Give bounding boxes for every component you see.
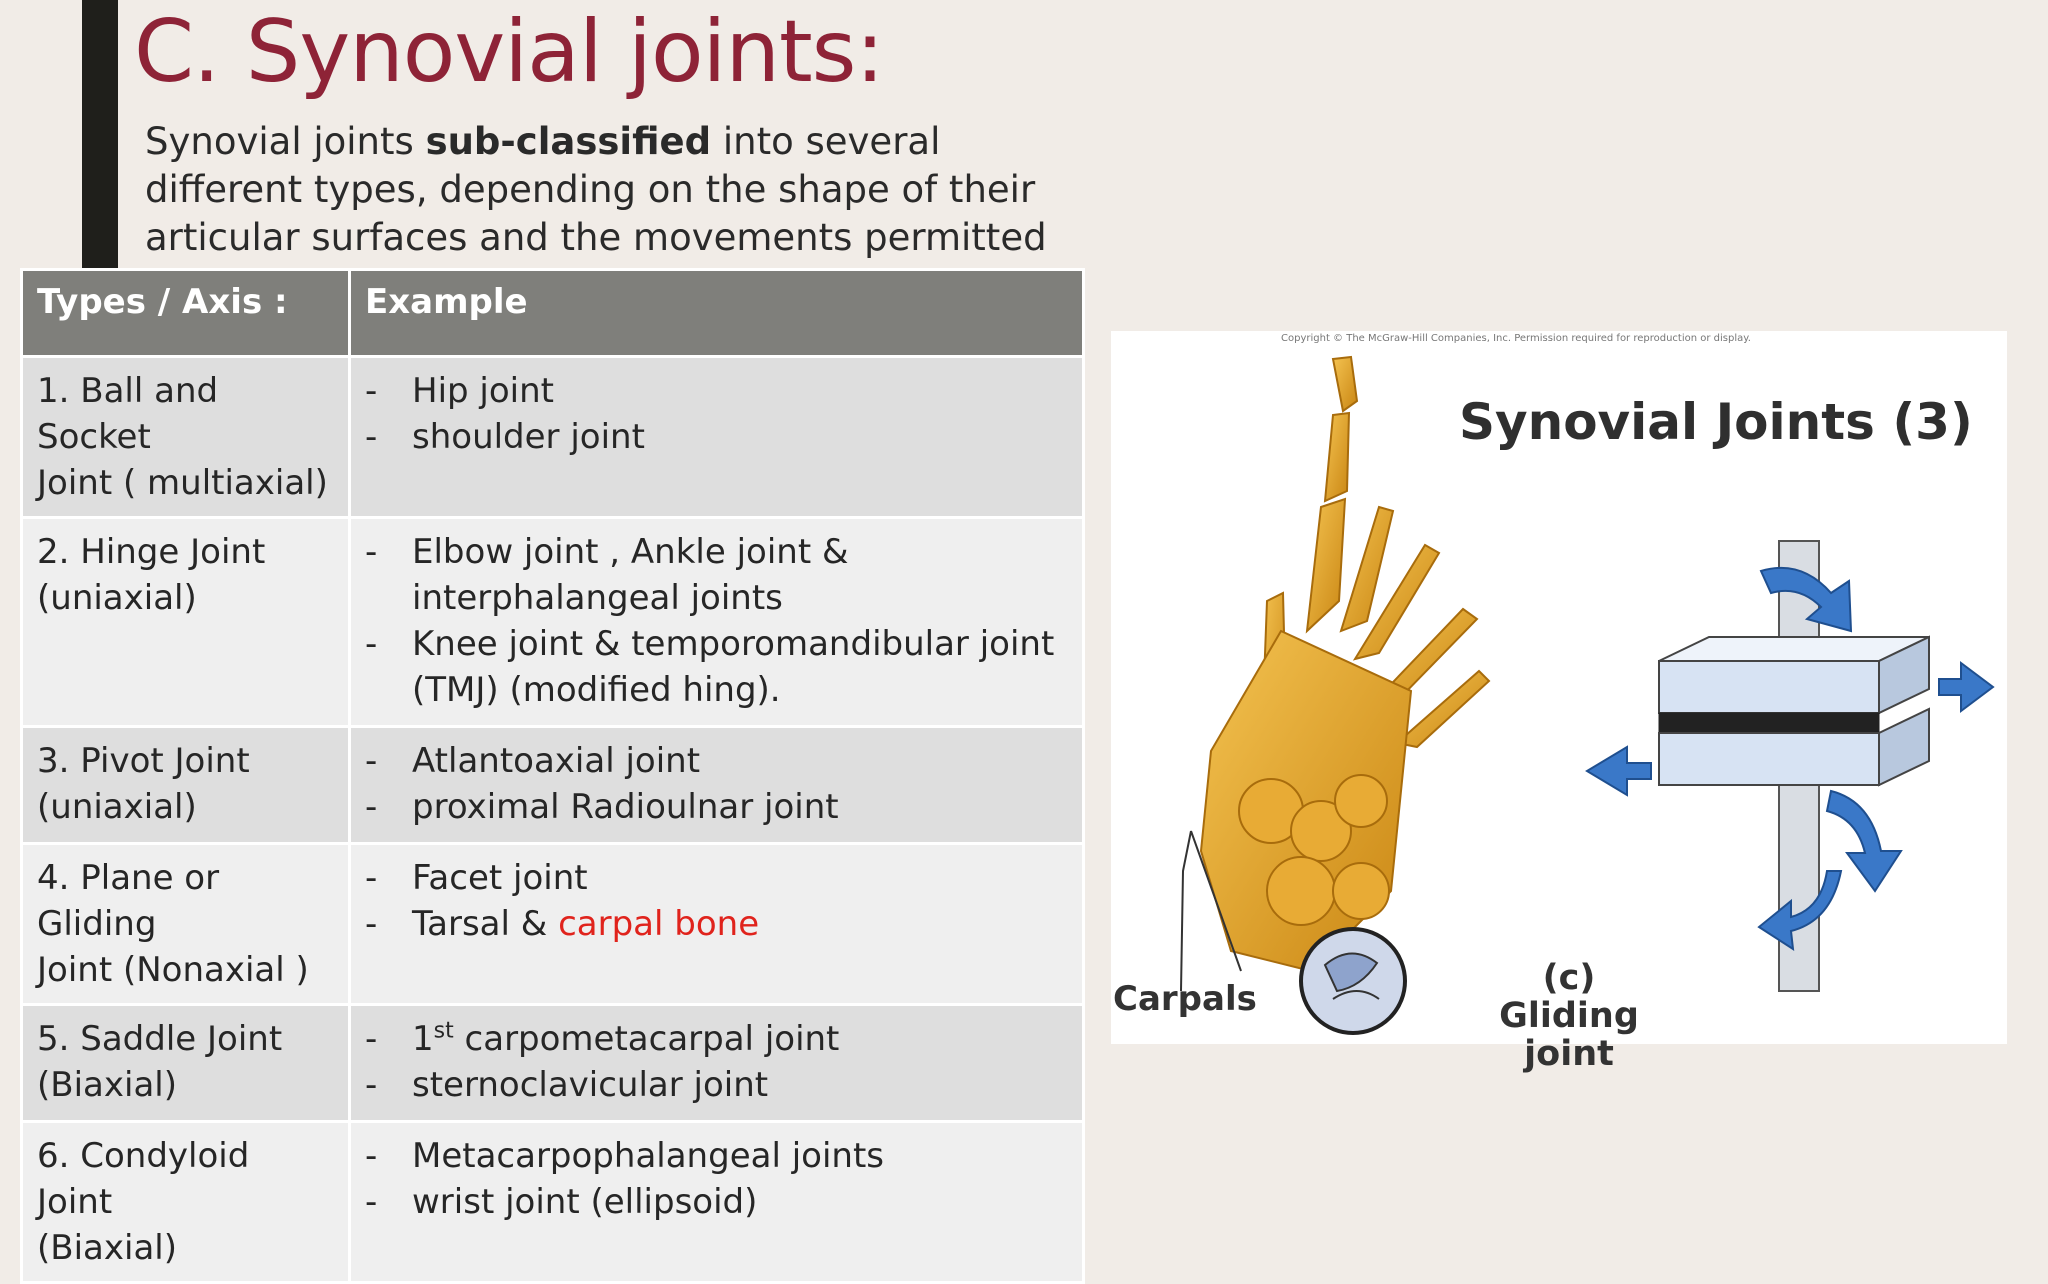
bullet-dash: - [365, 1182, 378, 1222]
example-item: -Metacarpophalangeal joints [361, 1133, 1072, 1179]
table-row: 3. Pivot Joint (uniaxial) -Atlantoaxial … [20, 725, 1085, 845]
type-line: (uniaxial) [37, 787, 197, 827]
example-text-part: carpometacarpal joint [453, 1019, 840, 1059]
carpals-pointer [1180, 830, 1242, 992]
example-cell: -Elbow joint , Ankle joint & interphalan… [348, 516, 1085, 728]
label-gliding-line: joint [1524, 1034, 1614, 1074]
example-item: -wrist joint (ellipsoid) [361, 1179, 1072, 1225]
example-cell: -Atlantoaxial joint -proximal Radioulnar… [348, 725, 1085, 845]
example-text: Facet joint [412, 858, 588, 898]
intro-text-start: Synovial joints [145, 120, 426, 163]
movement-arrows [1585, 566, 1995, 951]
type-line: (uniaxial) [37, 578, 197, 618]
example-cell: -Hip joint -shoulder joint [348, 355, 1085, 519]
example-cell: -Facet joint -Tarsal & carpal bone [348, 842, 1085, 1006]
bullet-dash: - [365, 741, 378, 781]
type-line: (Biaxial) [37, 1065, 177, 1105]
table-row: 5. Saddle Joint (Biaxial) -1st carpometa… [20, 1003, 1085, 1123]
arrow-left-icon [1585, 745, 1652, 797]
bullet-dash: - [365, 904, 378, 944]
example-text: Knee joint & temporomandibular joint (TM… [412, 624, 1055, 710]
example-item: -sternoclavicular joint [361, 1062, 1072, 1108]
example-item: -1st carpometacarpal joint [361, 1016, 1072, 1062]
type-cell: 3. Pivot Joint (uniaxial) [20, 725, 351, 845]
label-gliding-line: (c) Gliding [1499, 958, 1639, 1036]
bullet-dash: - [365, 858, 378, 898]
highlighted-term: carpal bone [558, 904, 760, 944]
accent-bar-top [82, 0, 118, 268]
type-cell: 6. Condyloid Joint (Biaxial) [20, 1120, 351, 1284]
example-item: -Tarsal & carpal bone [361, 901, 1072, 947]
rotate-arrow-icon [1825, 789, 1903, 893]
example-text: Metacarpophalangeal joints [412, 1136, 884, 1176]
magnifier-detail [1299, 927, 1407, 1035]
thumb-bones [1305, 355, 1359, 634]
header-types-axis: Types / Axis : [20, 268, 351, 358]
carpal-bones [1238, 774, 1390, 926]
ordinal-number: 1 [412, 1019, 434, 1059]
example-item: -shoulder joint [361, 414, 1072, 460]
bullet-dash: - [365, 371, 378, 411]
bullet-dash: - [365, 532, 378, 572]
ordinal-suffix: st [433, 1018, 454, 1044]
example-text: sternoclavicular joint [412, 1065, 769, 1105]
type-line: Joint (Nonaxial ) [37, 950, 309, 990]
label-gliding-joint: (c) Gliding joint [1469, 959, 1669, 1073]
example-text: Hip joint [412, 371, 554, 411]
bullet-dash: - [365, 787, 378, 827]
type-cell: 2. Hinge Joint (uniaxial) [20, 516, 351, 728]
type-cell: 1. Ball and Socket Joint ( multiaxial) [20, 355, 351, 519]
slide-title: C. Synovial joints: [134, 2, 884, 102]
intro-paragraph: Synovial joints sub-classified into seve… [145, 118, 1065, 310]
joint-types-table: Types / Axis : Example 1. Ball and Socke… [20, 268, 1085, 1284]
rotate-arrow-icon [1757, 870, 1843, 951]
example-text-part: Tarsal & [412, 904, 559, 944]
hand-illustration [1180, 355, 1995, 1035]
type-line: 1. Ball and Socket [37, 371, 219, 457]
intro-text-end: into several different types, depending … [145, 120, 1047, 307]
type-cell-highlighted: 4. Plane or Gliding Joint (Nonaxial ) [20, 842, 351, 1006]
example-item: -Facet joint [361, 855, 1072, 901]
example-text: shoulder joint [412, 417, 645, 457]
arrow-right-icon [1938, 661, 1995, 713]
type-line: 5. Saddle Joint [37, 1019, 283, 1059]
type-line: 2. Hinge Joint [37, 532, 266, 572]
bullet-dash: - [365, 417, 378, 457]
figure-copyright: Copyright © The McGraw-Hill Companies, I… [1281, 333, 1751, 344]
example-item: -proximal Radioulnar joint [361, 784, 1072, 830]
table-row: 1. Ball and Socket Joint ( multiaxial) -… [20, 355, 1085, 519]
example-text: proximal Radioulnar joint [412, 787, 839, 827]
type-cell: 5. Saddle Joint (Biaxial) [20, 1003, 351, 1123]
example-item: -Elbow joint , Ankle joint & interphalan… [361, 529, 1072, 621]
example-item: -Knee joint & temporomandibular joint (T… [361, 621, 1072, 713]
example-text: Tarsal & carpal bone [412, 901, 1072, 947]
table-row: 6. Condyloid Joint (Biaxial) -Metacarpop… [20, 1120, 1085, 1284]
example-item: -Atlantoaxial joint [361, 738, 1072, 784]
type-line: Joint ( multiaxial) [37, 463, 328, 503]
gliding-joint-figure: Copyright © The McGraw-Hill Companies, I… [1111, 331, 2007, 1073]
example-text: 1st carpometacarpal joint [412, 1016, 1072, 1062]
type-line: (Biaxial) [37, 1228, 177, 1268]
table-row: 2. Hinge Joint (uniaxial) -Elbow joint ,… [20, 516, 1085, 728]
table-header-row: Types / Axis : Example [20, 268, 1085, 358]
example-text: wrist joint (ellipsoid) [412, 1182, 758, 1222]
example-cell: -Metacarpophalangeal joints -wrist joint… [348, 1120, 1085, 1284]
rotate-arrow-icon [1759, 566, 1853, 633]
bullet-dash: - [365, 1019, 378, 1059]
header-example: Example [348, 268, 1085, 358]
example-text: Elbow joint , Ankle joint & interphalang… [412, 532, 849, 618]
example-cell: -1st carpometacarpal joint -sternoclavic… [348, 1003, 1085, 1123]
bullet-dash: - [365, 624, 378, 664]
label-carpals: Carpals [1113, 979, 1257, 1019]
intro-text-bold: sub-classified [425, 120, 712, 163]
example-item: -Hip joint [361, 368, 1072, 414]
type-line: 3. Pivot Joint [37, 741, 250, 781]
example-text: Atlantoaxial joint [412, 741, 701, 781]
type-line: 6. Condyloid Joint [37, 1136, 250, 1222]
figure-title: Synovial Joints (3) [1459, 393, 1973, 451]
bullet-dash: - [365, 1136, 378, 1176]
type-line: 4. Plane or Gliding [37, 858, 220, 944]
bullet-dash: - [365, 1065, 378, 1105]
table-row: 4. Plane or Gliding Joint (Nonaxial ) -F… [20, 842, 1085, 1006]
